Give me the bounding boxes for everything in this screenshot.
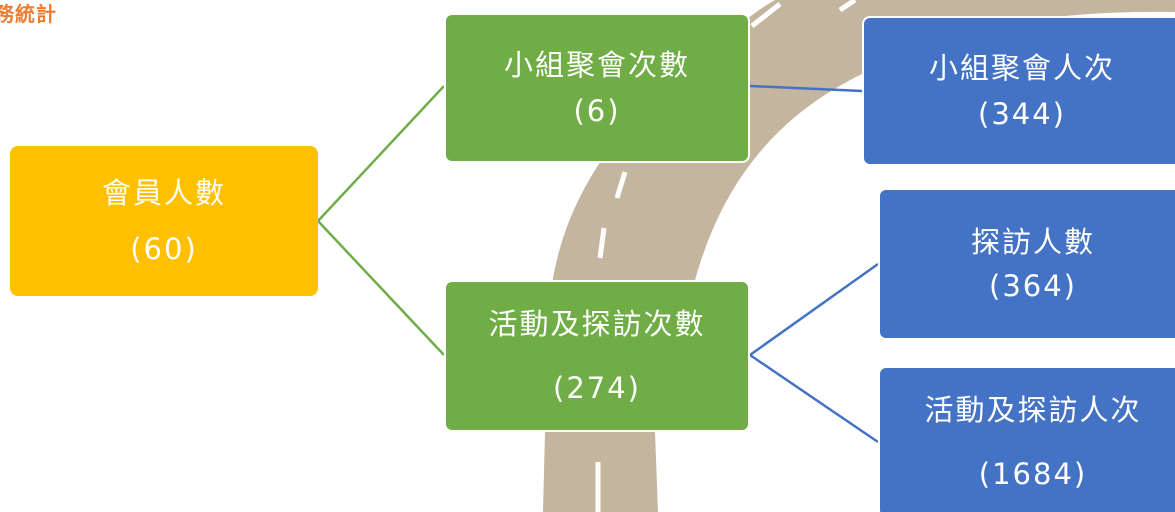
node-label: 小組聚會人次: [928, 50, 1115, 85]
road-dash: [750, 2, 782, 28]
node-label: 探訪人數: [970, 224, 1095, 259]
node-label: 會員人數: [101, 175, 226, 210]
root-node-member-count: 會員人數 60: [10, 146, 318, 296]
connector-activity-to-people: [749, 353, 879, 444]
connector-group-to-people: [749, 84, 863, 93]
leaf-node-visit-count: 探訪人數 364: [878, 188, 1175, 340]
node-count: 6: [573, 93, 620, 129]
branch-node-group-meetings: 小組聚會次數 6: [444, 13, 750, 163]
connectors: [317, 84, 879, 444]
node-count: 364: [989, 268, 1077, 304]
branch-node-activities-visits: 活動及探訪次數 274: [444, 280, 750, 432]
node-count: 344: [978, 96, 1066, 132]
node-label: 活動及探訪人次: [924, 392, 1142, 427]
connector-root-to-group: [317, 85, 445, 222]
connector-activity-to-visits: [749, 262, 879, 357]
road-dash: [614, 171, 628, 199]
page-title: 務統計: [0, 2, 57, 26]
node-count: 1684: [979, 456, 1087, 492]
node-count: 274: [553, 370, 641, 406]
road-dashes: [595, 0, 857, 512]
leaf-node-group-attendance: 小組聚會人次 344: [862, 16, 1175, 166]
node-label: 小組聚會次數: [503, 47, 690, 82]
road-dash: [597, 227, 607, 259]
node-count: 60: [130, 231, 198, 267]
leaf-node-activity-attendance: 活動及探訪人次 1684: [878, 366, 1175, 512]
node-label: 活動及探訪次數: [488, 306, 706, 341]
connector-root-to-activity: [317, 220, 445, 356]
road-dash: [838, 0, 857, 13]
